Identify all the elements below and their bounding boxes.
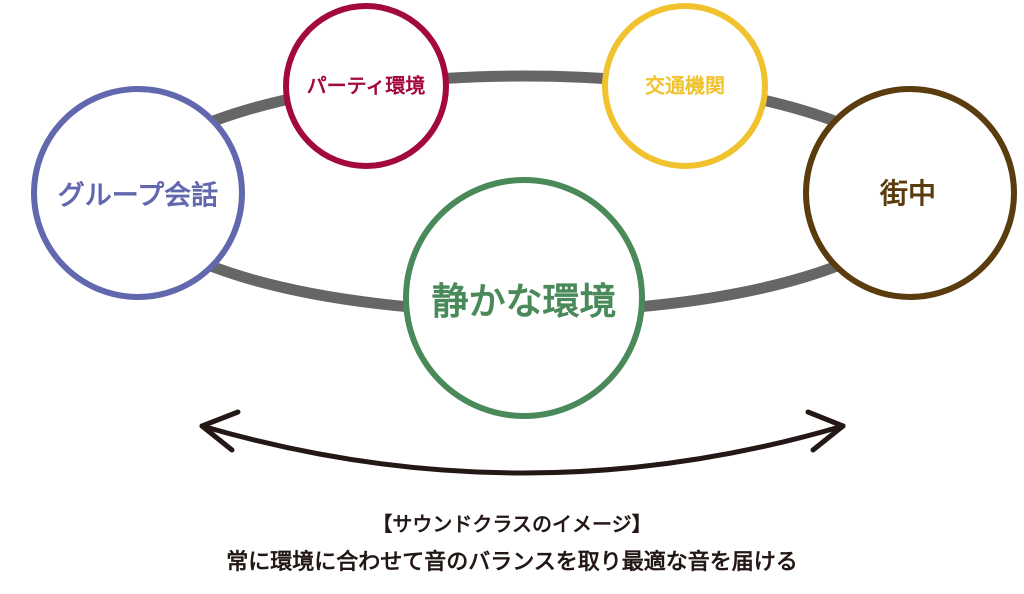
node-party-label: パーティ環境 [306, 73, 426, 98]
node-group-label: グループ会話 [57, 180, 219, 212]
node-street-circle [803, 86, 1017, 300]
node-transport-circle [602, 3, 768, 169]
caption-title: 【サウンドクラスのイメージ】 [372, 512, 652, 536]
double-arrow [199, 409, 846, 476]
arrow-head-right-icon [805, 409, 846, 453]
node-quiet-label: 静かな環境 [431, 280, 617, 323]
node-street-label: 街中 [879, 177, 937, 210]
arrow-curve [199, 423, 846, 476]
node-quiet-circle [403, 177, 645, 419]
node-group-circle [31, 86, 245, 300]
arrow-head-left-icon [199, 409, 241, 453]
node-transport-label: 交通機関 [645, 73, 725, 98]
node-party-circle [283, 3, 449, 169]
caption-subtitle: 常に環境に合わせて音のバランスを取り最適な音を届ける [226, 550, 798, 575]
